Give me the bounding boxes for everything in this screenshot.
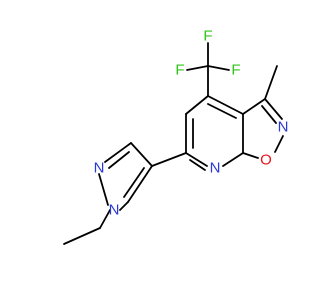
bond-is-c7a-o — [242, 152, 259, 159]
bond-c-f-right — [207, 65, 230, 71]
bond-pz-c3-c4 — [130, 142, 153, 167]
bond-py-c6-n7-double — [189, 159, 206, 171]
bond-pz-c5-n1 — [119, 201, 129, 211]
bond-pz-c4-c5 — [127, 165, 153, 203]
isoxazole-o-label: O — [260, 152, 272, 169]
fluorine-top-label: F — [203, 28, 212, 45]
bond-is-o-n — [274, 135, 284, 153]
atom-labels: N N N O N F F F — [94, 28, 289, 219]
pyrazole-n-ethyl-label: N — [109, 202, 120, 219]
molecule-diagram: N N N O N F F F — [63, 27, 289, 245]
bond-pz-n2-c3-double — [108, 151, 130, 169]
bond-py-n7-c7a — [222, 152, 244, 167]
bond-is-n-c3 — [264, 98, 283, 120]
bond-link — [151, 152, 187, 167]
bonds — [63, 42, 284, 245]
bond-py-c4-c5 — [185, 95, 209, 115]
bond-py-c3a-c4 — [207, 95, 244, 115]
structure-svg: N N N O N F F F — [63, 28, 289, 245]
bond-c-f-left — [186, 65, 209, 71]
bond-pz-n2-c3 — [104, 142, 132, 163]
bond-py-c6-n7 — [185, 152, 208, 167]
isoxazole-n-label: N — [278, 119, 289, 136]
bond-methyl — [264, 65, 278, 100]
bond-pz-n1-n2 — [98, 173, 109, 206]
pyridine-n-label: N — [210, 160, 221, 177]
bond-is-n-c3-double — [261, 105, 277, 124]
bond-is-c3-c3a — [242, 98, 266, 115]
pyrazole-n-top-label: N — [94, 160, 105, 177]
fluorine-left-label: F — [175, 62, 184, 79]
fluorine-right-label: F — [231, 62, 240, 79]
bond-ethyl-ch2 — [99, 209, 111, 229]
bond-ethyl-ch3 — [63, 227, 101, 245]
bond-py-c3a-c4-double — [207, 103, 237, 119]
bond-pz-c4-c5-double — [123, 167, 145, 198]
